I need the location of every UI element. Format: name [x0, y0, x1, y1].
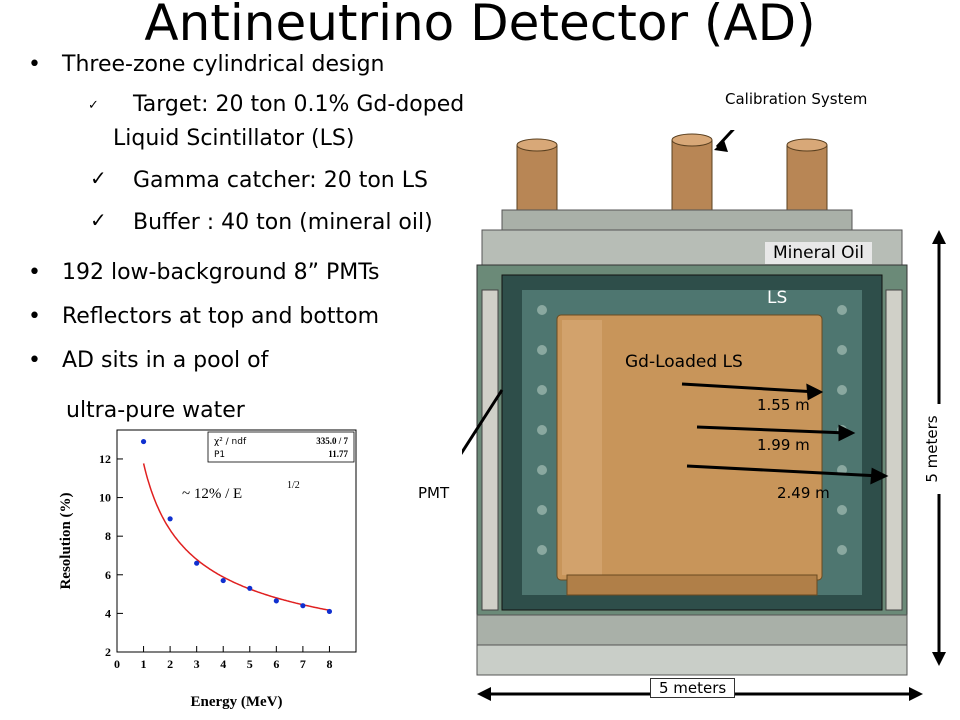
bullet-dot: •: [28, 260, 41, 285]
y-tick-label: 12: [99, 452, 111, 466]
y-tick-label: 6: [105, 568, 111, 582]
x-tick-label: 3: [194, 657, 200, 671]
bullet-reflectors: Reflectors at top and bottom: [62, 304, 380, 329]
x-tick-label: 2: [167, 657, 173, 671]
data-point: [326, 608, 333, 615]
radius-2-label: 1.99 m: [757, 436, 810, 454]
y-tick-label: 8: [105, 529, 111, 543]
y-axis-label: Resolution (%): [58, 492, 74, 589]
data-point: [167, 516, 173, 522]
bullet-pool: AD sits in a pool of: [62, 348, 269, 373]
x-tick-label: 8: [326, 657, 332, 671]
x-tick-label: 6: [273, 657, 279, 671]
fit-p1-label: P1: [214, 450, 225, 460]
fit-chi2-label: χ² / ndf: [214, 437, 247, 447]
bullet-dot: •: [28, 304, 41, 329]
pmt-label: PMT: [418, 484, 450, 502]
bullet-water: ultra-pure water: [66, 398, 245, 423]
data-point: [273, 598, 279, 604]
sub-bullet-target: Target: 20 ton 0.1% Gd-doped: [133, 92, 465, 117]
sub-bullet-target-2: Liquid Scintillator (LS): [113, 126, 355, 151]
x-tick-label: 1: [141, 657, 147, 671]
data-point: [220, 577, 226, 584]
ls-label: LS: [767, 288, 788, 308]
bullet-dot: •: [28, 52, 41, 77]
x-tick-label: 0: [114, 657, 120, 671]
calibration-units: [501, 133, 853, 241]
bullet-design: Three-zone cylindrical design: [62, 52, 385, 77]
resolution-annotation: ~ 12% / E: [182, 486, 242, 502]
data-point: [247, 585, 253, 591]
data-point: [194, 560, 200, 566]
detector-drawing: [462, 130, 908, 676]
x-tick-label: 4: [220, 657, 226, 671]
y-tick-label: 4: [105, 606, 111, 620]
resolution-annotation-sup: 1/2: [287, 480, 300, 491]
fit-stats-box: [207, 431, 355, 463]
bullet-pmts: 192 low-background 8” PMTs: [62, 260, 380, 285]
height-label: 5 meters: [923, 404, 941, 494]
mineral-oil-label: Mineral Oil: [765, 242, 872, 264]
x-tick-label: 7: [300, 657, 306, 671]
radius-3-label: 2.49 m: [777, 484, 830, 502]
slide-title: Antineutrino Detector (AD): [144, 0, 816, 52]
width-label: 5 meters: [650, 678, 736, 698]
check-icon: ✓: [90, 166, 107, 190]
sub-bullet-gamma: Gamma catcher: 20 ton LS: [133, 168, 428, 193]
bullet-dot: •: [28, 348, 41, 373]
plot-frame: [116, 429, 357, 653]
radius-1-label: 1.55 m: [757, 396, 810, 414]
y-tick-label: 2: [105, 645, 111, 659]
data-point: [300, 603, 306, 609]
height-label-wrap: 5 meters: [917, 400, 947, 500]
check-icon: ✓: [90, 208, 107, 232]
calibration-label: Calibration System: [725, 90, 868, 108]
y-tick-label: 10: [99, 491, 111, 505]
x-tick-label: 5: [247, 657, 253, 671]
data-point: [140, 438, 147, 445]
fit-curve: [142, 463, 330, 612]
fit-p1-value: 11.77: [328, 449, 348, 459]
sub-bullet-buffer: Buffer : 40 ton (mineral oil): [133, 210, 433, 235]
check-icon: ✓: [88, 98, 99, 113]
fit-chi2-value: 335.0 / 7: [316, 436, 348, 446]
gd-ls-label: Gd-Loaded LS: [625, 352, 743, 372]
x-axis-label: Energy (MeV): [190, 694, 282, 710]
